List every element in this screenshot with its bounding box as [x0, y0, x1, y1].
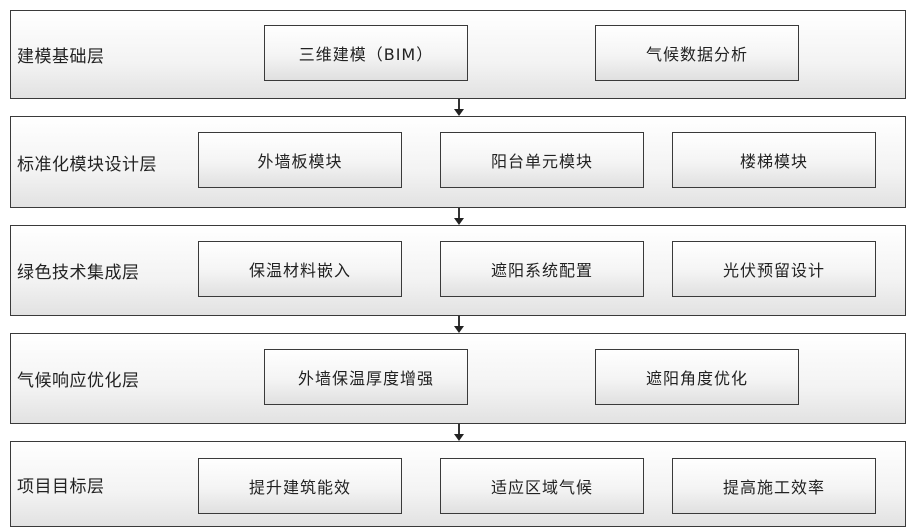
- arrow-down-2: [454, 208, 464, 225]
- box-regional-climate-adaptation: 适应区域气候: [440, 458, 644, 514]
- box-pv-reserve-design: 光伏预留设计: [672, 241, 876, 297]
- box-stair-module: 楼梯模块: [672, 132, 876, 188]
- box-shading-angle-optimization: 遮阳角度优化: [595, 349, 799, 405]
- arrow-down-3: [454, 316, 464, 333]
- box-climate-analysis: 气候数据分析: [595, 25, 799, 81]
- layer-label: 建模基础层: [17, 47, 105, 67]
- box-exterior-wall-module: 外墙板模块: [198, 132, 402, 188]
- arrow-down-4: [454, 424, 464, 441]
- box-balcony-unit-module: 阳台单元模块: [440, 132, 644, 188]
- layer-label: 标准化模块设计层: [17, 154, 157, 175]
- box-insulation-embedding: 保温材料嵌入: [198, 241, 402, 297]
- layer-label: 项目目标层: [17, 476, 105, 497]
- box-shading-system: 遮阳系统配置: [440, 241, 644, 297]
- box-energy-efficiency: 提升建筑能效: [198, 458, 402, 514]
- box-wall-insulation-thickness: 外墙保温厚度增强: [264, 349, 468, 405]
- layer-label: 气候响应优化层: [17, 371, 140, 391]
- box-bim-modeling: 三维建模（BIM）: [264, 25, 468, 81]
- arrow-down-1: [454, 99, 464, 116]
- layer-label: 绿色技术集成层: [17, 263, 140, 283]
- box-construction-efficiency: 提高施工效率: [672, 458, 876, 514]
